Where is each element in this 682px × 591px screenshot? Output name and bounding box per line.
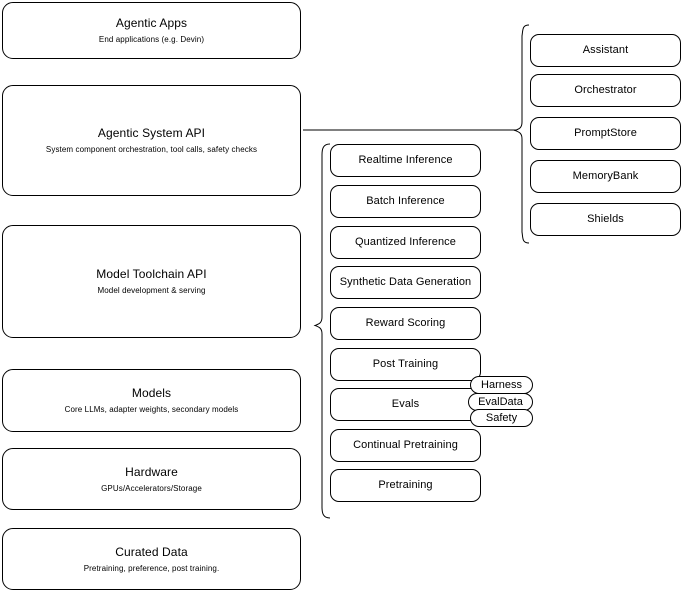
component-memorybank[interactable]: MemoryBank (530, 160, 681, 193)
layer-subtitle: GPUs/Accelerators/Storage (101, 483, 202, 493)
layer-models[interactable]: Models Core LLMs, adapter weights, secon… (2, 369, 301, 432)
capability-batch-inference[interactable]: Batch Inference (330, 185, 481, 218)
capability-label: Quantized Inference (355, 235, 456, 248)
component-label: MemoryBank (572, 169, 639, 182)
layer-agentic-system-api[interactable]: Agentic System API System component orch… (2, 85, 301, 196)
capability-evals[interactable]: Evals (330, 388, 481, 421)
layer-title: Curated Data (115, 544, 188, 559)
layer-title: Models (131, 386, 172, 400)
layer-subtitle: Pretraining, preference, post training. (83, 563, 220, 573)
badge-safety[interactable]: Safety (470, 409, 533, 427)
layer-subtitle: Model development & serving (97, 286, 206, 295)
capability-reward-scoring[interactable]: Reward Scoring (330, 307, 481, 340)
badge-label: Harness (481, 379, 522, 391)
layer-hardware[interactable]: Hardware GPUs/Accelerators/Storage (2, 448, 301, 510)
component-label: Shields (587, 212, 624, 225)
capability-pretraining[interactable]: Pretraining (330, 469, 481, 502)
badge-harness[interactable]: Harness (470, 376, 533, 394)
capability-label: Post Training (372, 357, 439, 370)
capability-realtime-inference[interactable]: Realtime Inference (330, 144, 481, 177)
capability-label: Continual Pretraining (353, 438, 458, 451)
badge-label: Safety (485, 412, 518, 424)
layer-title: Model Toolchain API (96, 267, 207, 281)
system-components-brace (513, 24, 530, 244)
component-label: Assistant (582, 43, 629, 56)
layer-title: Agentic Apps (115, 16, 188, 30)
capability-label: Reward Scoring (365, 316, 446, 329)
capability-label: Batch Inference (366, 194, 445, 207)
component-label: Orchestrator (574, 83, 637, 96)
component-shields[interactable]: Shields (530, 203, 681, 236)
component-label: PromptStore (574, 126, 637, 139)
layer-subtitle: System component orchestration, tool cal… (45, 145, 258, 154)
capability-label: Synthetic Data Generation (339, 275, 472, 288)
layer-curated-data[interactable]: Curated Data Pretraining, preference, po… (2, 528, 301, 590)
layer-subtitle: Core LLMs, adapter weights, secondary mo… (64, 405, 239, 414)
component-orchestrator[interactable]: Orchestrator (530, 74, 681, 107)
layer-subtitle: End applications (e.g. Devin) (98, 35, 205, 44)
badge-label: EvalData (478, 396, 523, 408)
toolchain-capabilities-brace (313, 143, 331, 519)
capability-label: Evals (391, 397, 420, 410)
capability-post-training[interactable]: Post Training (330, 348, 481, 381)
capability-quantized-inference[interactable]: Quantized Inference (330, 226, 481, 259)
component-promptstore[interactable]: PromptStore (530, 117, 681, 150)
layer-model-toolchain-api[interactable]: Model Toolchain API Model development & … (2, 225, 301, 338)
capability-label: Realtime Inference (358, 153, 453, 166)
capability-continual-pretraining[interactable]: Continual Pretraining (330, 429, 481, 462)
layer-title: Hardware (125, 464, 178, 479)
component-assistant[interactable]: Assistant (530, 34, 681, 67)
capability-label: Pretraining (378, 478, 433, 491)
layer-agentic-apps[interactable]: Agentic Apps End applications (e.g. Devi… (2, 2, 301, 59)
capability-synthetic-data-generation[interactable]: Synthetic Data Generation (330, 266, 481, 299)
layer-title: Agentic System API (97, 126, 206, 140)
